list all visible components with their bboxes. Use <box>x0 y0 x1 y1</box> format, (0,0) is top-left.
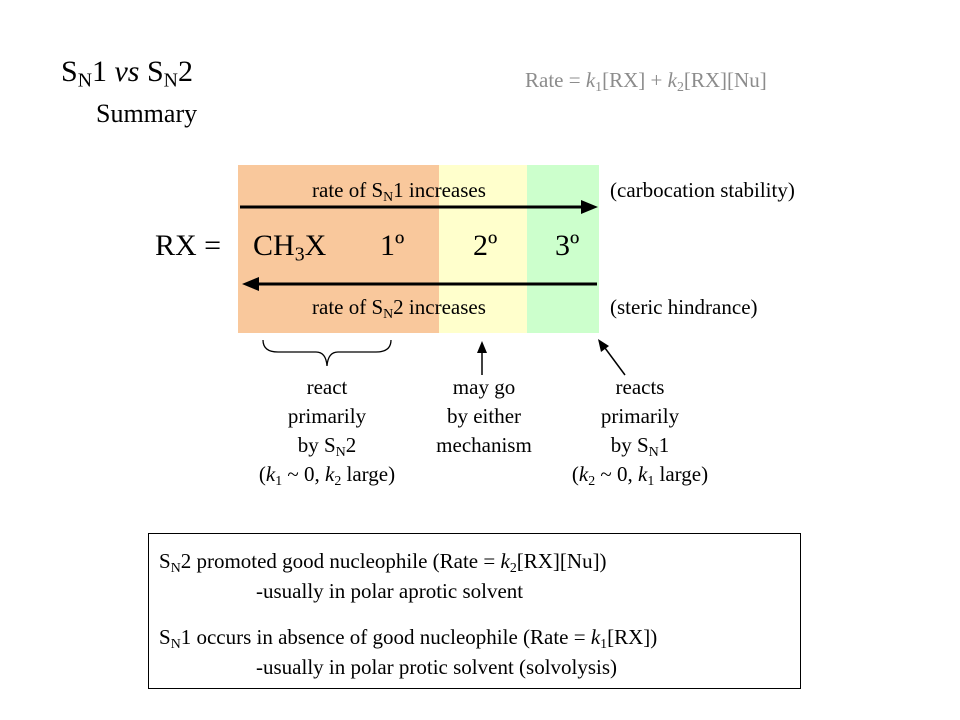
summary-box: SN2 promoted good nucleophile (Rate = k2… <box>148 533 801 689</box>
secondary-label: 2º <box>473 229 498 262</box>
methyl-label: CH3X <box>253 229 327 266</box>
sn2-solvent-note: -usually in polar aprotic solvent <box>256 579 524 603</box>
page-subtitle: Summary <box>96 99 198 128</box>
band-tertiary <box>527 165 599 333</box>
rx-label: RX = <box>155 229 222 262</box>
sn1-solvent-note: -usually in polar protic solvent (solvol… <box>256 655 618 679</box>
sn1-arrow <box>240 200 598 214</box>
sn1-rate-label: rate of SN1 increases <box>312 178 486 204</box>
right-annotation: reacts primarily by SN1 (k2 ~ 0, k1 larg… <box>571 375 709 488</box>
page-title: SN1 vs SN2 <box>61 55 193 92</box>
band-primary <box>238 165 439 333</box>
rate-law: Rate = k1[RX] + k2[RX][Nu] <box>525 68 767 94</box>
primary-label: 1º <box>380 229 405 262</box>
sn2-arrow <box>242 277 597 291</box>
band-secondary <box>439 165 527 333</box>
sn2-rate-label: rate of SN2 increases <box>312 295 486 321</box>
right-pointer-arrow <box>598 339 626 376</box>
tertiary-label: 3º <box>555 229 580 262</box>
sn1-summary-line: SN1 occurs in absence of good nucleophil… <box>159 625 658 651</box>
middle-pointer-arrow <box>477 341 487 375</box>
sn2-summary-line: SN2 promoted good nucleophile (Rate = k2… <box>159 549 607 575</box>
left-group-brace <box>262 339 392 367</box>
left-annotation: react primarily by SN2 (k1 ~ 0, k2 large… <box>258 375 396 488</box>
steric-note: (steric hindrance) <box>610 295 758 319</box>
carbocation-note: (carbocation stability) <box>610 178 795 202</box>
middle-annotation: may go by either mechanism <box>436 375 532 457</box>
